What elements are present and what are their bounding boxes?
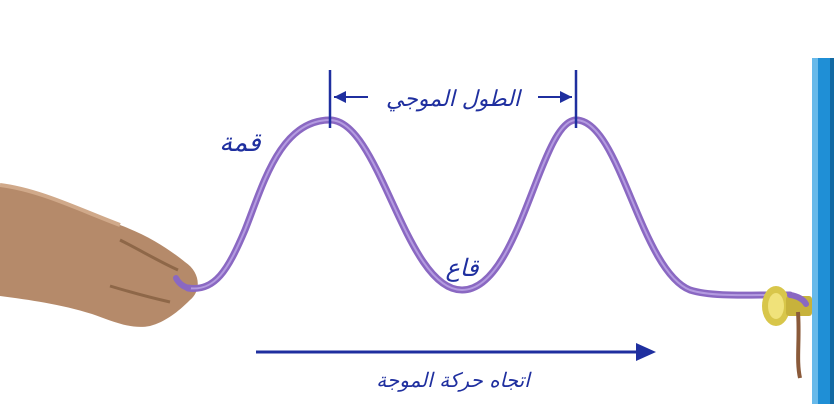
hand-icon (0, 183, 198, 327)
wavelength-label: الطول الموجي (386, 87, 523, 112)
wavelength-arrow-left (334, 91, 346, 103)
rope-wave (173, 116, 794, 299)
direction-label: اتجاه حركة الموجة (376, 368, 532, 392)
wall (812, 58, 834, 404)
pulley-icon (762, 286, 812, 379)
crest-label: قمة (219, 128, 262, 158)
direction-arrow (256, 343, 656, 361)
trough-label: قاع (445, 254, 480, 282)
wavelength-marker: الطول الموجي (328, 70, 578, 128)
wavelength-arrow-right (560, 91, 572, 103)
